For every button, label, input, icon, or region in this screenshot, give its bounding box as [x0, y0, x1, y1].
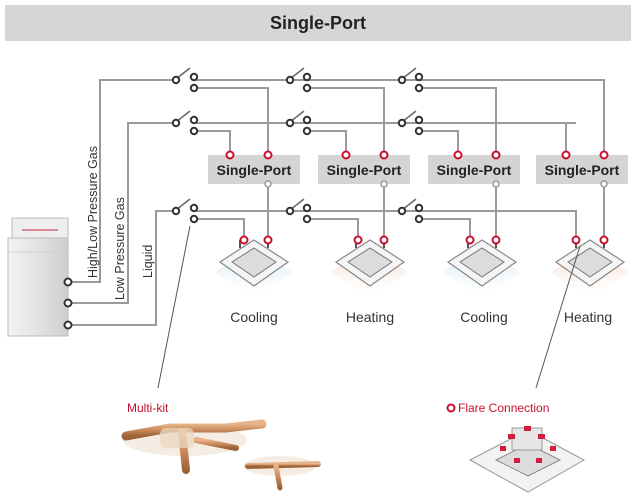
branch-fittings [171, 67, 424, 224]
multikit-illustration [121, 419, 321, 491]
flare-pointer [535, 245, 581, 389]
liquid-pipe [68, 210, 172, 326]
single-port-box: Single-Port [318, 150, 410, 188]
branch-kit [171, 198, 199, 224]
pipe-network [68, 79, 605, 326]
indoor-unit [331, 235, 408, 300]
branch-kit [397, 67, 424, 93]
branch-kit [171, 110, 199, 136]
single-port-label: Single-Port [545, 162, 620, 178]
branch-kit [285, 110, 312, 136]
single-port-label: Single-Port [217, 162, 292, 178]
indoor-unit [443, 235, 520, 300]
single-port-box: Single-Port [428, 150, 520, 188]
branch-kit [397, 110, 424, 136]
single-port-box: Single-Port [208, 150, 300, 188]
single-port-box: Single-Port [536, 150, 628, 188]
pipe-label-hl-gas: High/Low Pressure Gas [86, 146, 100, 278]
branch-kit [285, 67, 312, 93]
pipe-label-low-gas: Low Pressure Gas [113, 197, 127, 300]
multikit-pointer [157, 225, 191, 389]
single-port-label: Single-Port [437, 162, 512, 178]
lp-gas-pipe [68, 122, 172, 304]
single-port-label: Single-Port [327, 162, 402, 178]
hl-gas-pipe [68, 79, 172, 283]
title-bar: Single-Port [5, 5, 631, 41]
flare-connection-illustration [468, 426, 586, 493]
unit-mode-label: Heating [564, 309, 612, 325]
outdoor-unit [7, 217, 73, 337]
indoor-unit [215, 235, 292, 300]
pipe-label-liquid: Liquid [141, 245, 155, 278]
branch-kit [397, 198, 424, 224]
branch-kit [285, 198, 312, 224]
flare-connection-label: Flare Connection [458, 401, 549, 415]
branch-kit [171, 67, 199, 93]
flare-connection-icon [446, 403, 456, 413]
indoor-unit [551, 235, 628, 300]
page-title: Single-Port [269, 12, 366, 33]
unit-mode-label: Cooling [230, 309, 277, 325]
multikit-label: Multi-kit [127, 401, 169, 415]
unit-mode-label: Heating [346, 309, 394, 325]
unit-mode-label: Cooling [460, 309, 507, 325]
